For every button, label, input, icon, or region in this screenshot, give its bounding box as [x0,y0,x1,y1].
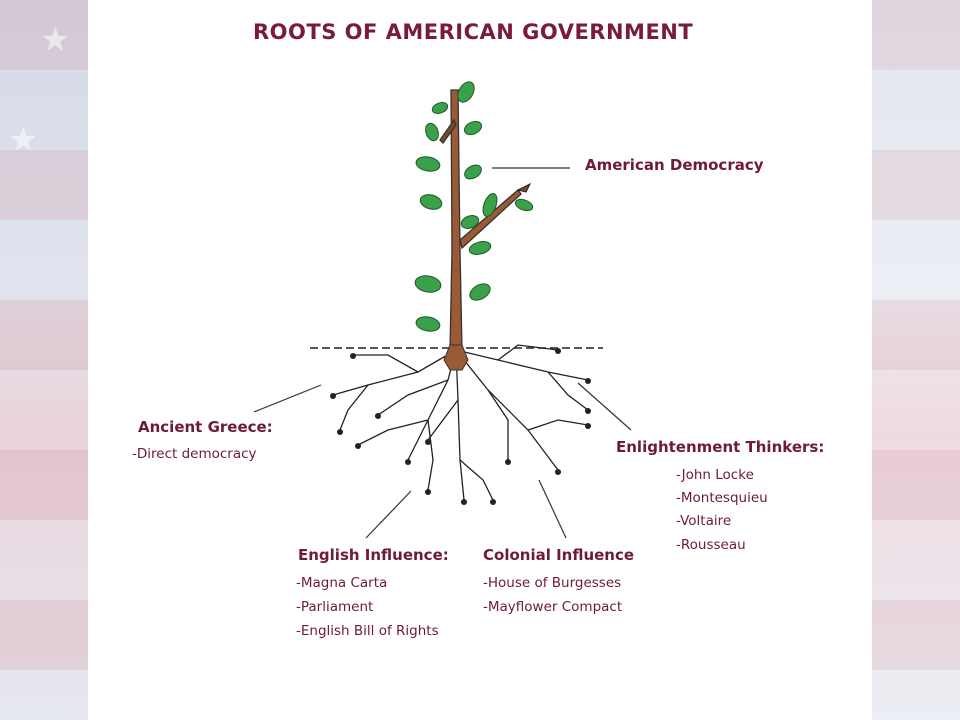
root-item: -Voltaire [676,513,732,529]
root-item: -Magna Carta [296,575,388,591]
slide-panel: ROOTS OF AMERICAN GOVERNMENT [88,0,872,720]
root-item: -Rousseau [676,537,746,553]
root-item: -Mayflower Compact [483,599,623,615]
flag-background-right [872,0,960,720]
bud-icon [516,182,532,193]
leaf-icon [414,81,534,332]
root-heading-english-influence: English Influence: [298,546,449,564]
root-icon [332,344,589,501]
flag-background-left: ★ ★ [0,0,88,720]
root-core [443,344,469,371]
root-heading-ancient-greece: Ancient Greece: [138,418,273,436]
root-item: -John Locke [676,467,754,483]
root-heading-colonial-influence: Colonial Influence [483,546,635,564]
page-title: ROOTS OF AMERICAN GOVERNMENT [253,20,694,44]
tree-trunk [439,89,522,351]
pointer-lines [253,167,632,539]
root-item: -House of Burgesses [483,575,622,591]
root-item: -Direct democracy [132,446,257,462]
tree-diagram [253,81,632,539]
root-item: -English Bill of Rights [296,623,439,639]
star-icon: ★ [40,20,71,60]
tree-label: American Democracy [585,156,764,174]
root-tips [330,348,591,505]
root-item: -Parliament [296,599,374,615]
root-item: -Montesquieu [676,490,768,506]
root-heading-enlightenment-thinkers: Enlightenment Thinkers: [616,438,825,456]
star-icon: ★ [8,120,39,160]
